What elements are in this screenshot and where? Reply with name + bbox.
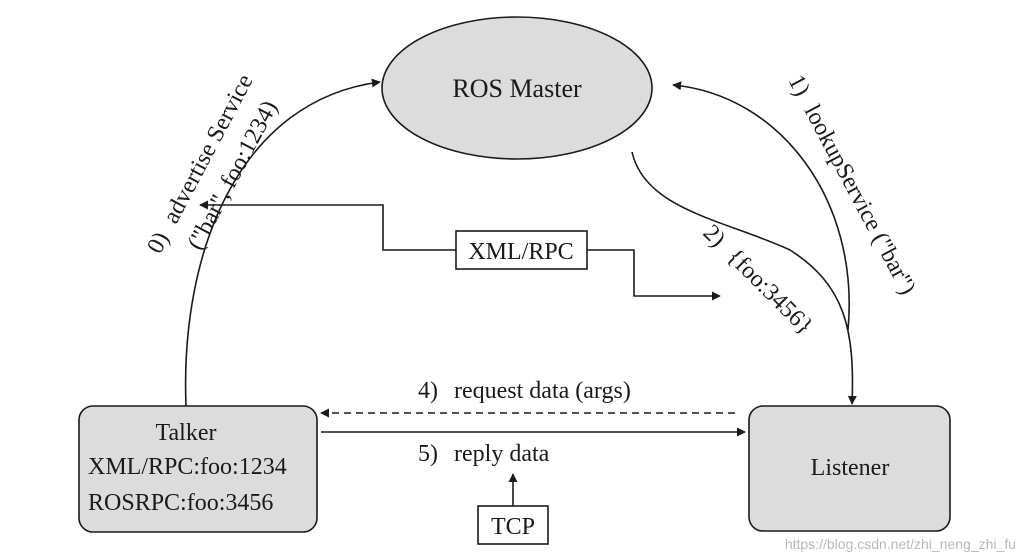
talker-node: Talker XML/RPC:foo:1234 ROSRPC:foo:3456 [78, 405, 318, 533]
step-0-label: 0) advertise Service ("bar", foo:1234) [142, 70, 283, 258]
arrow-xmlrpc-right [587, 249, 721, 301]
step-4-number: 4) [418, 378, 438, 404]
arrow-advertise-service [184, 78, 381, 407]
svg-text:2) {foo:3456}: 2) {foo:3456} [698, 220, 818, 340]
ros-master-label: ROS Master [452, 74, 582, 103]
step-0-number: 0) [142, 228, 174, 258]
talker-xmlrpc-port: XML/RPC:foo:1234 [88, 454, 287, 480]
step-5-number: 5) [418, 441, 438, 467]
ros-master-node: ROS Master [381, 16, 653, 160]
xmlrpc-box: XML/RPC [455, 230, 588, 270]
watermark: https://blog.csdn.net/zhi_neng_zhi_fu [785, 536, 1016, 552]
arrow-lookup-service [672, 81, 850, 331]
arrow-master-response [631, 151, 857, 405]
svg-text:1) lookupService ("bar"): 1) lookupService ("bar") [783, 71, 921, 299]
step-4-text: request data (args) [454, 378, 631, 404]
step-1-label: 1) lookupService ("bar") [783, 71, 921, 299]
step-5-text: reply data [454, 441, 550, 467]
step-2-label: 2) {foo:3456} [698, 220, 818, 340]
step-2-text: {foo:3456} [722, 244, 818, 340]
step-1-text: lookupService ("bar") [799, 101, 921, 299]
talker-title: Talker [156, 420, 217, 446]
talker-rosrpc-port: ROSRPC:foo:3456 [88, 490, 273, 516]
listener-label: Listener [811, 455, 890, 481]
step-1-number: 1) [783, 71, 815, 101]
listener-node: Listener [748, 405, 951, 532]
step-5-label: 5) reply data [418, 441, 550, 467]
tcp-box: TCP [477, 505, 549, 545]
tcp-label: TCP [491, 514, 535, 540]
arrow-xmlrpc-left [199, 200, 456, 251]
step-4-label: 4) request data (args) [418, 378, 631, 404]
xmlrpc-label: XML/RPC [468, 239, 573, 265]
